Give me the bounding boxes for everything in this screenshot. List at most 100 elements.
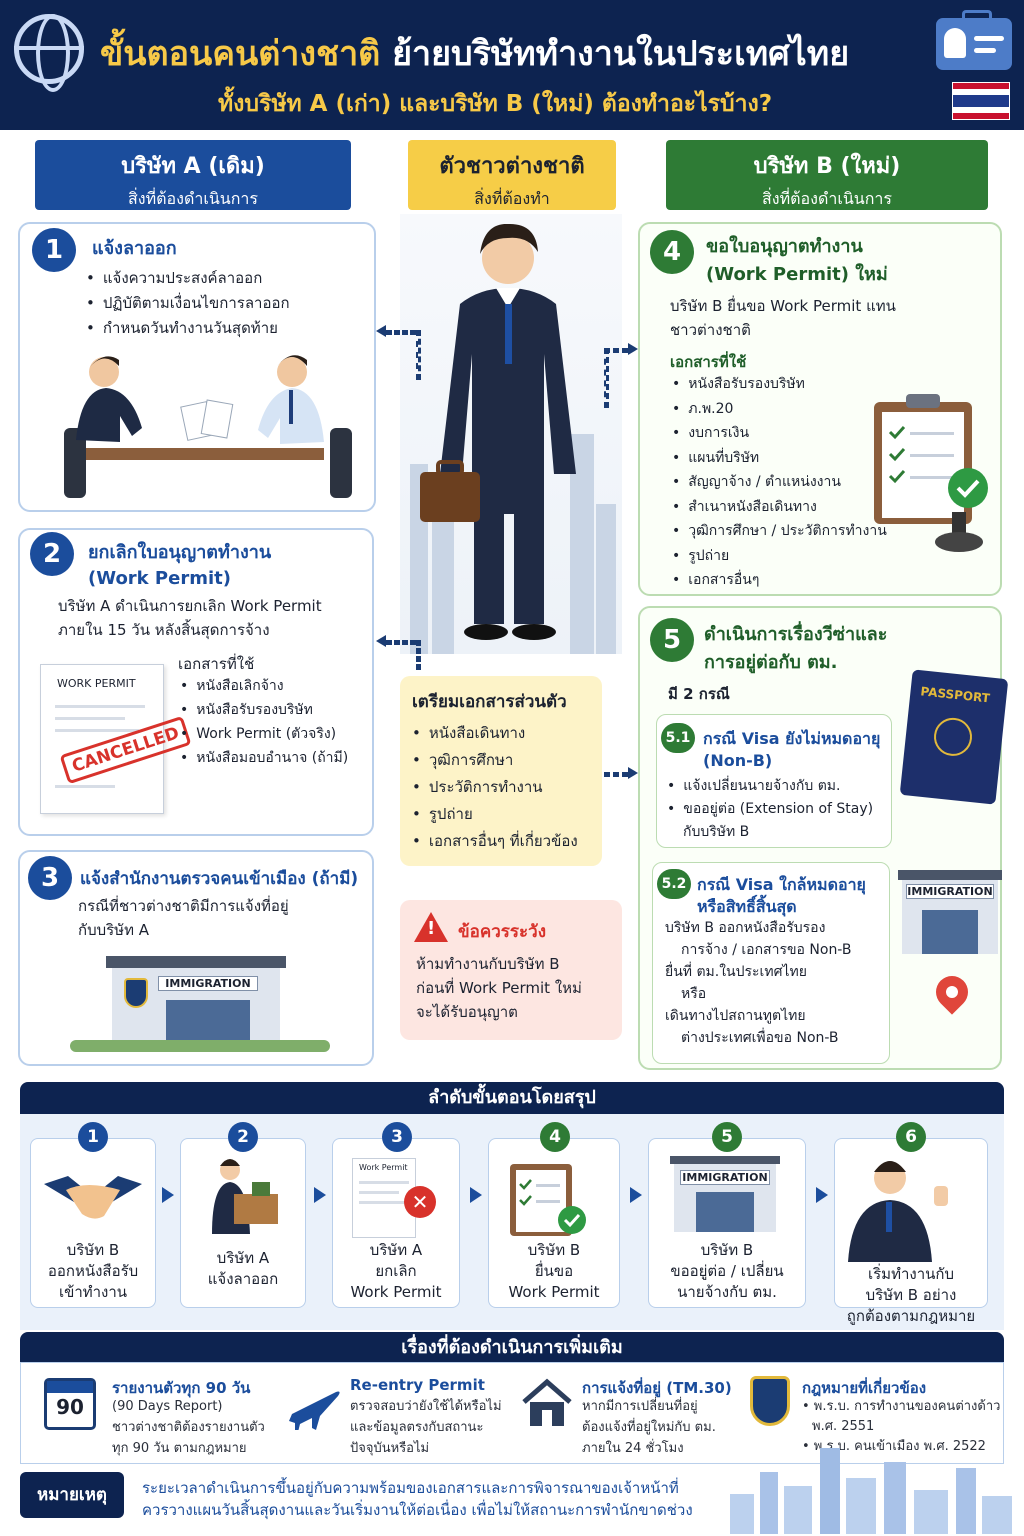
globe-icon xyxy=(14,14,84,92)
column-b-title: บริษัท B (ใหม่) xyxy=(753,154,901,179)
arrow-head-right xyxy=(628,767,638,779)
businessman-illustration xyxy=(420,224,576,640)
list-item: หนังสือรับรองบริษัท xyxy=(180,698,348,722)
list-item: หนังสือมอบอำนาจ (ถ้ามี) xyxy=(180,746,348,770)
note-line-2: ควรวางแผนวันสิ้นสุดงานและวันเริ่มงานให้ต… xyxy=(142,1501,693,1519)
connector-to-step-2-vertical xyxy=(416,640,421,670)
summary-immigration-sign: IMMIGRATION xyxy=(680,1170,770,1185)
case-5-1-title-line-1: กรณี Visa ยังไม่หมดอายุ xyxy=(703,729,881,748)
column-center-subtitle: สิ่งที่ต้องทำ xyxy=(474,189,550,208)
step-arrow-icon xyxy=(816,1187,828,1203)
passport-icon: PASSPORT xyxy=(899,669,1009,805)
step-4-desc-line-2: ชาวต่างชาติ xyxy=(670,321,751,339)
summary-line: แจ้งลาออก xyxy=(207,1270,279,1288)
work-permit-doc-label: WORK PERMIT xyxy=(57,677,136,690)
summary-line: ยกเลิก xyxy=(375,1262,417,1280)
column-header-company-b: บริษัท B (ใหม่) สิ่งที่ต้องดำเนินการ xyxy=(666,140,988,210)
step-4-title-line-2: (Work Permit) ใหม่ xyxy=(706,264,888,285)
additional-item-line: ตรวจสอบว่ายังใช้ได้หรือไม่ xyxy=(350,1399,502,1414)
calendar-icon: 90 xyxy=(44,1378,96,1430)
step-1-title: แจ้งลาออก xyxy=(92,238,177,259)
additional-item-title: Re-entry Permit xyxy=(350,1376,485,1394)
summary-step-number: 6 xyxy=(896,1122,926,1152)
prep-title: เตรียมเอกสารส่วนตัว xyxy=(412,692,567,712)
case-5-2-line-2: การจ้าง / เอกสารขอ Non-B xyxy=(681,942,852,958)
step-2-card: 2 ยกเลิกใบอนุญาตทำงาน (Work Permit) บริษ… xyxy=(18,528,374,836)
shield-emblem-icon xyxy=(124,978,148,1008)
case-5-2-title-line-2: หรือสิทธิ์สิ้นสุด xyxy=(697,897,797,916)
additional-item-title: รายงานตัวทุก 90 วัน xyxy=(112,1379,251,1397)
note-line-1: ระยะเวลาดำเนินการขึ้นอยู่กับความพร้อมของ… xyxy=(142,1479,679,1497)
list-item: รูปถ่าย xyxy=(412,801,578,828)
cancelled-work-permit-illustration: WORK PERMIT CANCELLED xyxy=(40,664,192,814)
page-subtitle: ทั้งบริษัท A (เก่า) และบริษัท B (ใหม่) ต… xyxy=(218,91,773,117)
note-label: หมายเหตุ xyxy=(20,1472,124,1518)
list-item: เอกสารอื่นๆ ที่เกี่ยวข้อง xyxy=(412,828,578,855)
connector-to-step-4-vertical xyxy=(604,348,609,408)
warning-line-3: จะได้รับอนุญาต xyxy=(416,1003,518,1021)
case-5-2-line-4: หรือ xyxy=(681,986,707,1002)
summary-step-label: บริษัท A แจ้งลาออก xyxy=(180,1248,306,1290)
summary-line: เริ่มทำงานกับ xyxy=(868,1265,954,1283)
immigration-sign: IMMIGRATION xyxy=(906,884,994,899)
connector-to-step-5 xyxy=(604,772,628,777)
immigration-office-icon: IMMIGRATION xyxy=(898,870,1002,954)
summary-line: Work Permit xyxy=(350,1283,442,1301)
additional-section xyxy=(20,1362,1004,1464)
list-item: Work Permit (ตัวจริง) xyxy=(180,722,348,746)
arrow-head-left xyxy=(376,325,386,337)
warning-line-2: ก่อนที่ Work Permit ใหม่ xyxy=(416,979,582,997)
step-arrow-icon xyxy=(314,1187,326,1203)
list-item: สำเนาหนังสือเดินทาง xyxy=(672,495,887,520)
step-arrow-icon xyxy=(162,1187,174,1203)
step-3-title: แจ้งสำนักงานตรวจคนเข้าเมือง (ถ้ามี) xyxy=(80,869,359,889)
resignation-meeting-illustration xyxy=(64,355,352,498)
step-2-docs-title: เอกสารที่ใช้ xyxy=(178,655,255,673)
summary-step-label: บริษัท B ออกหนังสือรับ เข้าทำงาน xyxy=(30,1240,156,1303)
case-5-1-title-line-2: (Non-B) xyxy=(703,751,773,770)
case-5-2-title-line-1: กรณี Visa ใกล้หมดอายุ xyxy=(697,875,866,894)
immigration-building-icon: IMMIGRATION xyxy=(670,1156,780,1232)
step-arrow-icon xyxy=(470,1187,482,1203)
step-5-card: 5 ดำเนินการเรื่องวีซ่าและ การอยู่ต่อกับ … xyxy=(638,606,1009,1070)
case-5-2-card: 5.2 กรณี Visa ใกล้หมดอายุ หรือสิทธิ์สิ้น… xyxy=(652,862,890,1064)
additional-item-line: ต้องแจ้งที่อยู่ใหม่กับ ตม. xyxy=(582,1420,716,1435)
page-title: ขั้นตอนคนต่างชาติ ย้ายบริษัททำงานในประเท… xyxy=(100,26,849,80)
column-center-title: ตัวชาวต่างชาติ xyxy=(439,154,585,179)
column-header-company-a: บริษัท A (เดิม) สิ่งที่ต้องดำเนินการ xyxy=(35,140,351,210)
additional-item-line: หากมีการเปลี่ยนที่อยู่ xyxy=(582,1399,698,1414)
list-item: วุฒิการศึกษา xyxy=(412,747,578,774)
list-item: รูปถ่าย xyxy=(672,544,887,569)
list-item: ประวัติการทำงาน xyxy=(412,774,578,801)
warning-icon xyxy=(414,912,448,942)
summary-step-number: 3 xyxy=(382,1122,412,1152)
handshake-icon xyxy=(44,1176,142,1219)
summary-line: Work Permit xyxy=(508,1283,600,1301)
house-icon xyxy=(522,1378,572,1426)
step-4-docs-title: เอกสารที่ใช้ xyxy=(670,353,747,371)
additional-item-title: การแจ้งที่อยู่ (TM.30) xyxy=(582,1379,732,1397)
column-a-title: บริษัท A (เดิม) xyxy=(121,154,265,179)
summary-step-number: 1 xyxy=(78,1122,108,1152)
case-5-1-card: 5.1 กรณี Visa ยังไม่หมดอายุ (Non-B) แจ้ง… xyxy=(656,714,892,848)
title-part-1: ขั้นตอนคนต่างชาติ xyxy=(100,34,381,74)
additional-item-title: กฎหมายที่เกี่ยวข้อง xyxy=(802,1379,927,1397)
list-item: แจ้งเปลี่ยนนายจ้างกับ ตม. xyxy=(667,775,873,798)
list-item: แผนที่บริษัท xyxy=(672,446,887,471)
thai-flag-icon xyxy=(952,82,1010,120)
summary-line: ออกหนังสือรับ xyxy=(47,1262,139,1280)
column-b-subtitle: สิ่งที่ต้องดำเนินการ xyxy=(762,189,892,208)
connector-to-step-1-vertical xyxy=(416,330,421,380)
summary-line: บริษัท B อย่าง xyxy=(865,1286,957,1304)
case-5-1-number: 5.1 xyxy=(661,723,695,753)
summary-step-number: 5 xyxy=(712,1122,742,1152)
step-2-title-line-2: (Work Permit) xyxy=(88,568,231,589)
step-2-number: 2 xyxy=(30,532,74,576)
list-item: เอกสารอื่นๆ xyxy=(672,568,887,593)
case-5-2-line-6: ต่างประเทศเพื่อขอ Non-B xyxy=(681,1030,839,1046)
police-badge-icon xyxy=(750,1376,790,1426)
step-2-docs-list: หนังสือเลิกจ้าง หนังสือรับรองบริษัท Work… xyxy=(180,674,348,770)
case-5-2-number: 5.2 xyxy=(657,869,691,899)
step-3-desc-line-2: กับบริษัท A xyxy=(78,921,149,939)
summary-line: ขออยู่ต่อ / เปลี่ยน xyxy=(670,1262,784,1280)
